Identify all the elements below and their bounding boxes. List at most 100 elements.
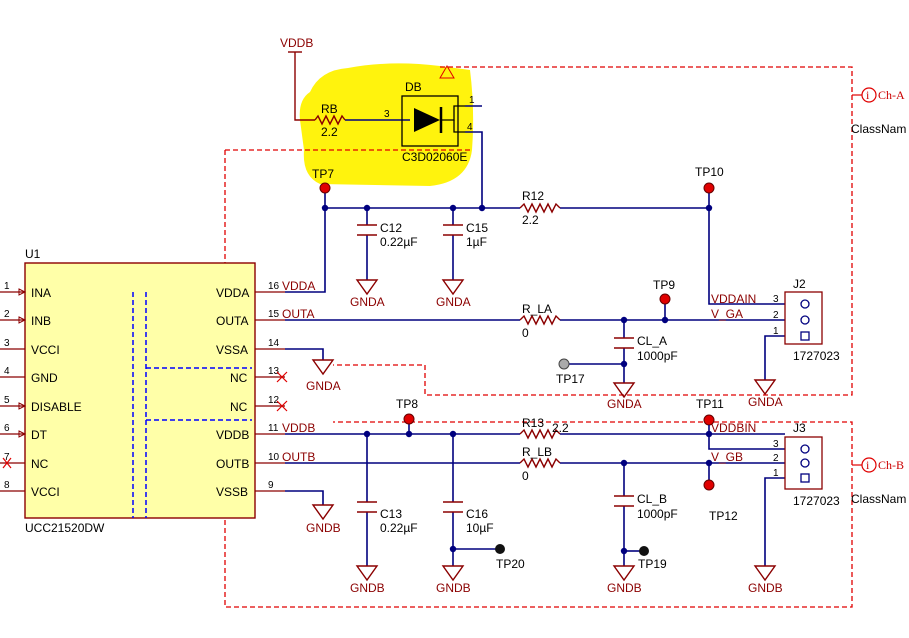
c13-ref: C13: [380, 507, 402, 521]
channel-b-wires: [285, 423, 785, 566]
pin-outa: OUTA: [216, 314, 248, 328]
tp12-probe: [703, 479, 715, 491]
pin-inb: INB: [31, 314, 51, 328]
ch-b-label: Ch-B: [878, 458, 904, 472]
isolation-barrier: [132, 292, 252, 518]
svg-text:9: 9: [268, 480, 274, 491]
pin-dt: DT: [31, 428, 48, 442]
svg-text:2: 2: [4, 309, 10, 320]
svg-text:7: 7: [4, 452, 10, 463]
gnda-label: GNDA: [748, 395, 783, 409]
tp7-probe: [319, 182, 331, 194]
vddb-top-label: VDDB: [280, 36, 313, 50]
tp8-label: TP8: [396, 397, 418, 411]
c16-ref: C16: [466, 507, 488, 521]
gndb-label: GNDB: [436, 581, 471, 595]
channel-a-wires: [285, 105, 785, 383]
svg-text:12: 12: [268, 395, 280, 406]
tp17-probe: [558, 358, 570, 370]
svg-text:10: 10: [268, 452, 280, 463]
svg-text:13: 13: [268, 366, 280, 377]
svg-text:3: 3: [384, 109, 390, 120]
net-outb: OUTB: [282, 450, 315, 464]
gndb-label: GNDB: [350, 581, 385, 595]
u1-right-pins: [255, 291, 285, 492]
tp20-probe: [495, 544, 505, 554]
svg-text:1: 1: [773, 326, 779, 337]
svg-text:5: 5: [4, 395, 10, 406]
net-vddain: VDDAIN: [711, 292, 756, 306]
pin-gnd: GND: [31, 371, 58, 385]
pin-vcci-2: VCCI: [31, 485, 60, 499]
net-outa: OUTA: [282, 307, 314, 321]
net-vddbin: VDDBIN: [711, 421, 756, 435]
svg-text:14: 14: [268, 338, 280, 349]
r-lb-value: 0: [522, 469, 529, 483]
c16-value: 10µF: [466, 521, 494, 535]
cl-a-capacitor: [614, 337, 634, 349]
r-lb-resistor: [519, 457, 561, 469]
u1-left-pins: [0, 291, 25, 492]
diode-icon: [414, 108, 440, 132]
db-part: C3D02060E: [402, 150, 467, 164]
pin-nc-13: NC: [230, 371, 248, 385]
u1-right-labels: VDDA 16 OUTA 15 VSSA 14 NC 13 NC 12 VDDB…: [216, 281, 280, 499]
gndb-symbol: [311, 504, 777, 582]
cl-b-value: 1000pF: [637, 507, 678, 521]
gnda-label: GNDA: [306, 379, 341, 393]
r12-value: 2.2: [522, 213, 539, 227]
tp19-label: TP19: [638, 557, 667, 571]
u1-input-arrows: [18, 288, 27, 438]
warning-triangle-icon: [439, 65, 455, 79]
nc-cross-icon: [276, 371, 288, 412]
u1-body: [24, 262, 256, 519]
gnda-label: GNDA: [350, 295, 385, 309]
svg-text:11: 11: [268, 423, 279, 434]
cl-a-value: 1000pF: [637, 349, 678, 363]
svg-text:3: 3: [773, 439, 779, 450]
ch-b-class: ClassNam: [851, 492, 906, 506]
tp17-label: TP17: [556, 372, 585, 386]
r12-resistor: [519, 202, 561, 214]
svg-text:i: i: [866, 88, 870, 102]
tp11-probe: [703, 414, 715, 426]
r12-ref: R12: [522, 189, 544, 203]
cl-b-capacitor: [614, 495, 634, 507]
r-lb-ref: R_LB: [522, 445, 552, 459]
svg-text:3: 3: [4, 338, 10, 349]
svg-text:3: 3: [773, 294, 779, 305]
u1-ref: U1: [25, 247, 41, 261]
svg-text:1: 1: [4, 281, 10, 292]
pin-nc: NC: [31, 457, 49, 471]
vddb-top-wire: [294, 52, 315, 121]
u1-part: UCC21520DW: [25, 521, 105, 535]
c15-value: 1µF: [466, 235, 487, 249]
j2-part: 1727023: [793, 349, 840, 363]
gndb-label: GNDB: [306, 521, 341, 535]
svg-text:1: 1: [469, 95, 475, 106]
svg-text:2: 2: [773, 453, 779, 464]
r-la-resistor: [519, 314, 561, 326]
svg-text:1: 1: [773, 468, 779, 479]
gnda-label: GNDA: [607, 397, 642, 411]
db-diode-body: [401, 95, 459, 147]
tp20-label: TP20: [496, 557, 525, 571]
net-vddb: VDDB: [282, 421, 315, 435]
pin-ina: INA: [31, 286, 51, 300]
channel-a-frame: [224, 66, 853, 396]
svg-text:i: i: [866, 458, 870, 472]
rb-ref: RB: [321, 102, 338, 116]
r13-resistor: [519, 428, 561, 440]
c15-capacitor: [443, 224, 463, 236]
gndb-label: GNDB: [748, 581, 783, 595]
junction-dots: [321, 204, 713, 555]
r13-value: 2.2: [552, 421, 569, 435]
svg-text:16: 16: [268, 281, 280, 292]
nc-cross-icon: [2, 457, 12, 469]
j3-ref: J3: [793, 421, 806, 435]
gnda-symbol: [311, 279, 777, 399]
c12-value: 0.22µF: [380, 235, 418, 249]
ch-a-label: Ch-A: [878, 88, 905, 102]
svg-text:2: 2: [773, 310, 779, 321]
db-ref: DB: [405, 80, 422, 94]
